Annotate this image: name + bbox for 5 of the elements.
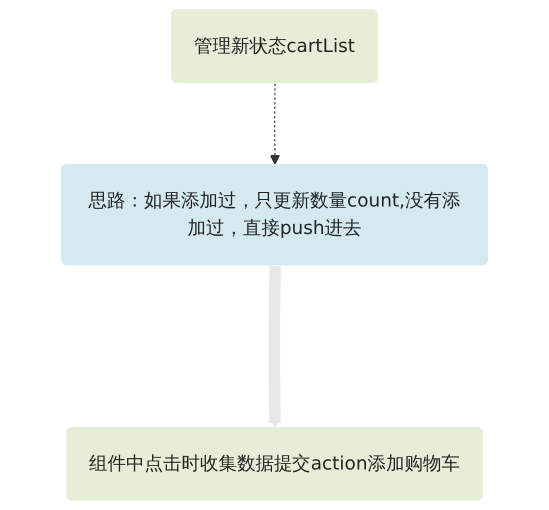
process-box: 组件中点击时收集数据提交action添加购物车 <box>66 426 483 501</box>
process-box: 思路：如果添加过，只更新数量count,没有添加过，直接push进去 <box>61 164 488 266</box>
process-box: 管理新状态cartList <box>170 9 378 84</box>
arrow <box>270 84 280 165</box>
arrow <box>268 266 281 428</box>
